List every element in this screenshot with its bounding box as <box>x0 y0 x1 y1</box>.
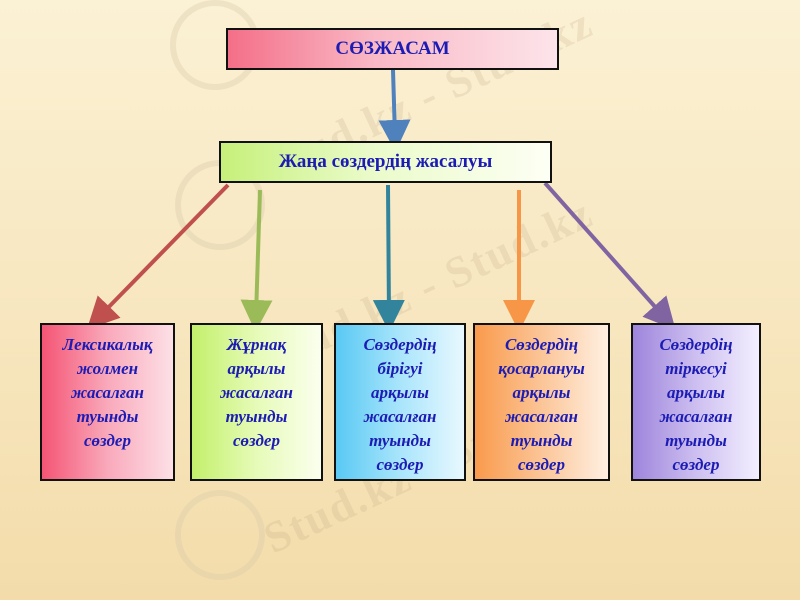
leaf-node-suffix: Жұрнақ арқылы жасалған туынды сөздер <box>190 323 323 481</box>
title-text: СӨЗЖАСАМ <box>335 38 450 59</box>
leaf-text: Сөздердің бірігуі арқылы жасалған туынды… <box>363 335 437 474</box>
arrow-title-to-subtitle <box>378 69 411 152</box>
arrow-to-leaf-2 <box>240 189 273 332</box>
leaf-node-lexical: Лексикалық жолмен жасалған туынды сөздер <box>40 323 175 481</box>
subtitle-text: Жаңа сөздердің жасалуы <box>278 151 493 172</box>
leaf-text: Сөздердің қосарлануы арқылы жасалған туы… <box>498 335 585 474</box>
leaf-text: Жұрнақ арқылы жасалған туынды сөздер <box>219 335 293 450</box>
leaf-text: Сөздердің тіркесуі арқылы жасалған туынд… <box>659 335 733 474</box>
leaf-text: Лексикалық жолмен жасалған туынды сөздер <box>62 335 153 450</box>
leaf-node-compounding: Сөздердің бірігуі арқылы жасалған туынды… <box>334 323 466 481</box>
subtitle-node: Жаңа сөздердің жасалуы <box>219 141 552 183</box>
leaf-node-reduplication: Сөздердің қосарлануы арқылы жасалған туы… <box>473 323 610 481</box>
arrow-to-leaf-5 <box>543 181 676 330</box>
arrow-to-leaf-3 <box>372 184 405 332</box>
leaf-node-combination: Сөздердің тіркесуі арқылы жасалған туынд… <box>631 323 761 481</box>
arrow-to-leaf-1 <box>86 183 230 330</box>
title-node: СӨЗЖАСАМ <box>226 28 559 70</box>
